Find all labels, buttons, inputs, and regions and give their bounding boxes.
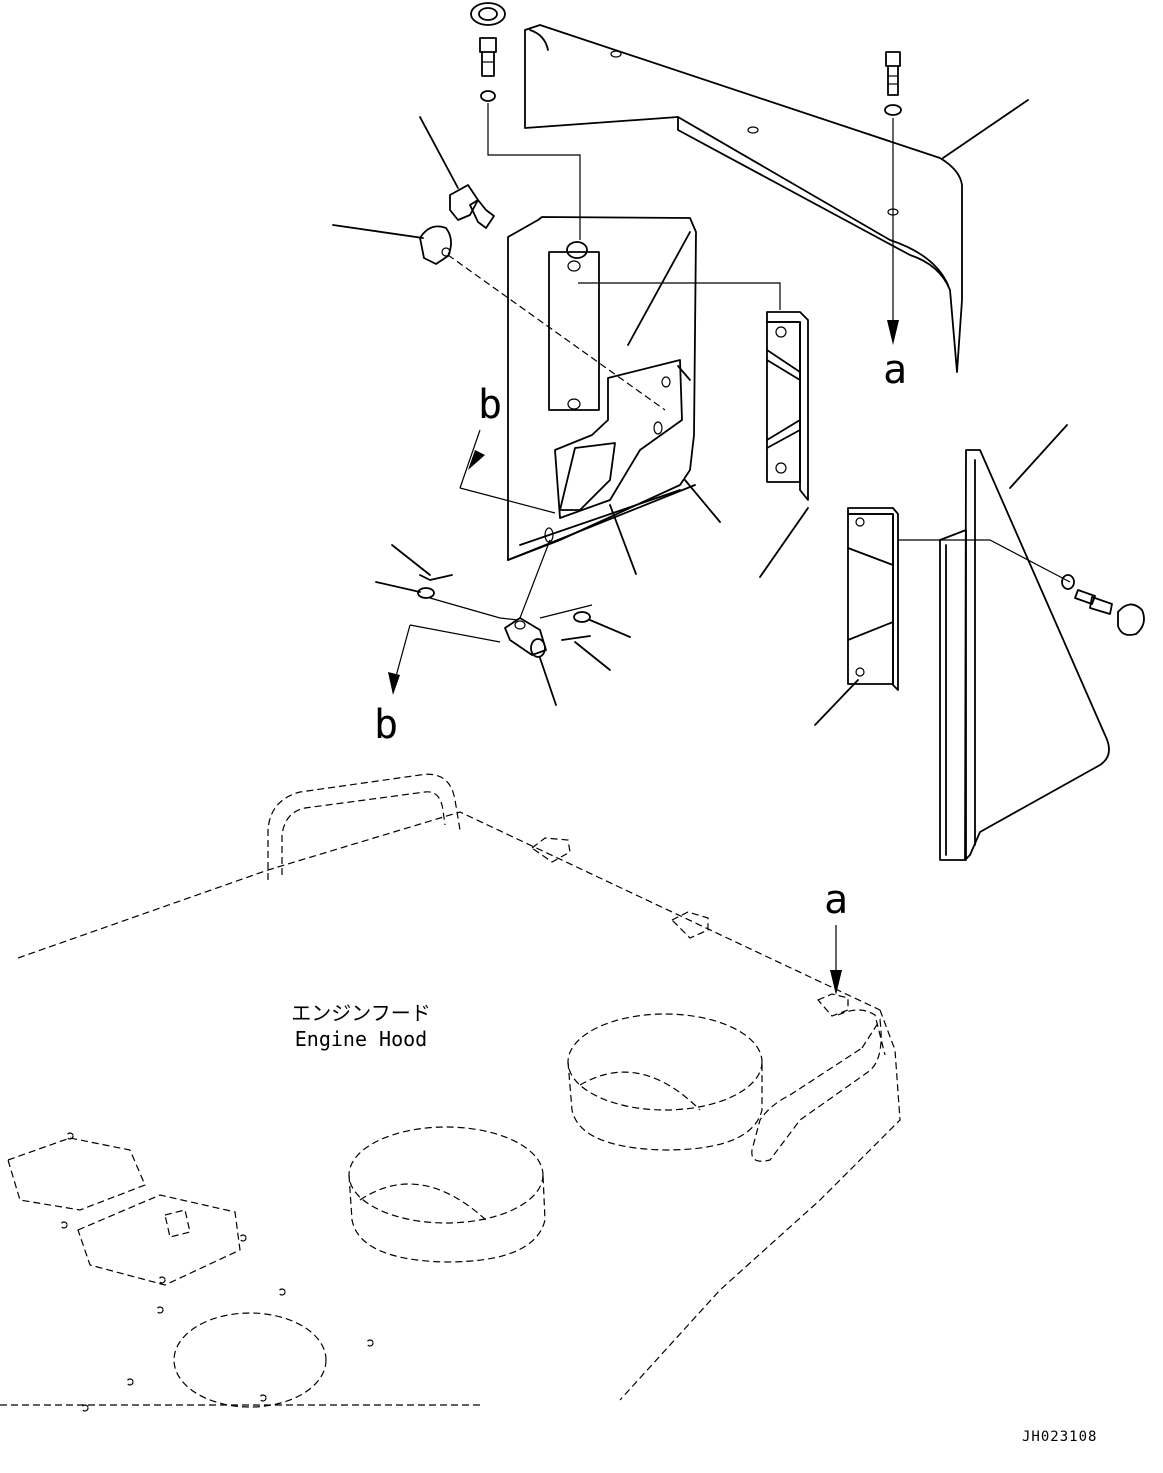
bolt-and-cap bbox=[1061, 574, 1145, 636]
callout-a-bottom: a bbox=[824, 877, 849, 923]
leader-line bbox=[578, 282, 781, 310]
callout-b-top: b bbox=[478, 382, 503, 428]
bolt-top-right bbox=[884, 51, 902, 345]
side-panel bbox=[507, 216, 721, 575]
lock-knob bbox=[419, 116, 495, 229]
engine-hood-label-en: Engine Hood bbox=[294, 1027, 428, 1051]
top-cover-plate bbox=[524, 24, 963, 373]
arrow-head-icon bbox=[830, 970, 842, 995]
leader-line bbox=[942, 99, 1029, 159]
vertical-bracket bbox=[759, 311, 809, 578]
drawing-id: JH023108 bbox=[1022, 1429, 1098, 1445]
callout-a-top: a bbox=[883, 347, 908, 393]
engine-hood-outline bbox=[0, 773, 901, 1412]
bolt-washer-stack bbox=[470, 2, 581, 240]
hinge-hardware bbox=[375, 429, 631, 706]
small-bracket bbox=[814, 507, 899, 726]
latch-cap bbox=[332, 224, 666, 411]
engine-hood-label: エンジンフード Engine Hood bbox=[276, 1000, 446, 1052]
callout-b-bottom: b bbox=[374, 702, 399, 748]
engine-hood-label-jp: エンジンフード bbox=[291, 1001, 431, 1025]
side-door-panel bbox=[898, 424, 1110, 861]
leader-line bbox=[627, 231, 691, 346]
